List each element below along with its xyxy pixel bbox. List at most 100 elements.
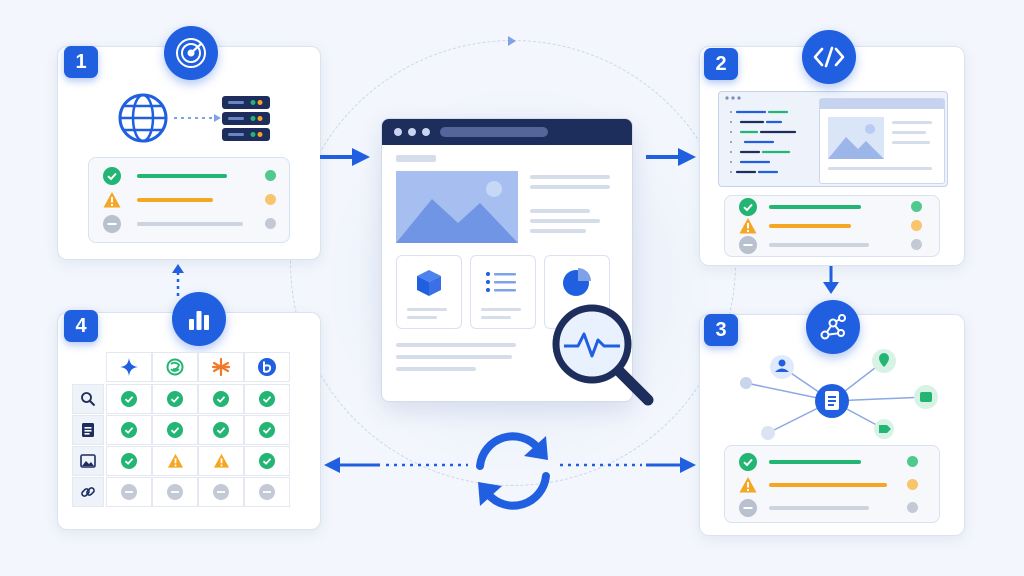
matrix-cell-ok bbox=[244, 384, 290, 414]
matrix-header-b bbox=[244, 352, 290, 382]
feature-card-list bbox=[470, 255, 536, 329]
status-dot-warn bbox=[911, 220, 922, 231]
minus-icon bbox=[103, 215, 121, 233]
step-3-card bbox=[699, 314, 965, 536]
check-icon bbox=[739, 198, 757, 216]
matrix-row-document-icon bbox=[72, 415, 104, 445]
status-bar-neutral bbox=[137, 222, 243, 226]
browser-window bbox=[381, 118, 633, 402]
matrix-cell-warn bbox=[198, 446, 244, 476]
step-3-badge: 3 bbox=[704, 314, 738, 346]
matrix-cell-ok bbox=[198, 415, 244, 445]
hero-image-icon bbox=[396, 171, 518, 243]
status-list bbox=[724, 445, 940, 523]
arrow-right-1-to-center bbox=[320, 148, 370, 166]
check-icon bbox=[739, 453, 757, 471]
minus-icon bbox=[739, 236, 757, 254]
matrix-cell-ok bbox=[106, 446, 152, 476]
status-dot-warn bbox=[907, 479, 918, 490]
status-list bbox=[88, 157, 290, 243]
list-icon bbox=[486, 272, 516, 292]
status-row-ok bbox=[89, 164, 289, 188]
server-icon bbox=[222, 96, 270, 141]
matrix-header-asterisk bbox=[198, 352, 244, 382]
network-graph bbox=[740, 349, 938, 440]
matrix-cell-ok bbox=[244, 415, 290, 445]
minus-icon bbox=[739, 499, 757, 517]
radar-icon bbox=[164, 26, 218, 80]
status-bar-neutral bbox=[769, 506, 869, 510]
matrix-header-sparkle bbox=[106, 352, 152, 382]
step-2-badge: 2 bbox=[704, 48, 738, 80]
status-dot-neutral bbox=[911, 239, 922, 250]
browser-title-bar bbox=[382, 119, 632, 145]
code-editor-preview bbox=[718, 91, 948, 187]
code-lines bbox=[725, 96, 797, 174]
code-icon bbox=[802, 30, 856, 84]
status-dot-neutral bbox=[265, 218, 276, 229]
matrix-cell-ok bbox=[198, 384, 244, 414]
step-2-card bbox=[699, 46, 965, 266]
status-dot-neutral bbox=[907, 502, 918, 513]
refresh-cycle-icon bbox=[476, 432, 550, 510]
status-row-warn bbox=[725, 473, 939, 497]
preview-window bbox=[819, 98, 945, 184]
warning-icon bbox=[739, 218, 757, 234]
network-graph-icon bbox=[806, 300, 860, 354]
orbit-arrow-icon bbox=[508, 36, 516, 46]
matrix-cell-neutral bbox=[198, 477, 244, 507]
sparkle-logo-icon bbox=[120, 358, 138, 376]
matrix-cell-ok bbox=[106, 415, 152, 445]
status-row-ok bbox=[725, 450, 939, 474]
image-placeholder-icon bbox=[828, 117, 884, 159]
status-row-warn bbox=[725, 216, 939, 236]
status-dot-ok bbox=[911, 201, 922, 212]
matrix-cell-ok bbox=[152, 384, 198, 414]
status-bar-warn bbox=[769, 224, 851, 228]
status-row-neutral bbox=[725, 496, 939, 520]
status-bar-warn bbox=[137, 198, 213, 202]
status-bar-ok bbox=[769, 460, 861, 464]
step-1-badge: 1 bbox=[64, 46, 98, 78]
step-4-badge: 4 bbox=[64, 310, 98, 342]
status-bar-ok bbox=[769, 205, 861, 209]
address-bar bbox=[440, 127, 548, 137]
b-logo-icon bbox=[258, 358, 276, 376]
matrix-cell-neutral bbox=[152, 477, 198, 507]
warning-icon bbox=[103, 192, 121, 208]
arrow-left-to-4 bbox=[324, 457, 468, 473]
status-dot-ok bbox=[265, 170, 276, 181]
arrow-down-2-to-3 bbox=[823, 266, 839, 294]
matrix-row-image-icon bbox=[72, 446, 104, 476]
status-bar-warn bbox=[769, 483, 887, 487]
matrix-row-link-icon bbox=[72, 477, 104, 507]
comparison-matrix bbox=[72, 352, 298, 508]
status-dot-warn bbox=[265, 194, 276, 205]
spiral-logo-icon bbox=[166, 358, 184, 376]
pie-chart-icon bbox=[563, 268, 591, 296]
arrow-up-4-to-1 bbox=[172, 264, 184, 296]
status-row-ok bbox=[725, 197, 939, 217]
arrow-right-to-3 bbox=[560, 457, 696, 473]
status-row-warn bbox=[89, 188, 289, 212]
globe-icon bbox=[118, 93, 168, 143]
arrow-right-center-to-2 bbox=[646, 148, 696, 166]
matrix-header-spiral bbox=[152, 352, 198, 382]
bar-chart-icon bbox=[172, 292, 226, 346]
matrix-cell-warn bbox=[152, 446, 198, 476]
magnifier-pulse-icon bbox=[552, 304, 654, 406]
matrix-cell-ok bbox=[152, 415, 198, 445]
status-list bbox=[724, 195, 940, 257]
asterisk-logo-icon bbox=[211, 357, 231, 377]
status-dot-ok bbox=[907, 456, 918, 467]
warning-icon bbox=[739, 477, 757, 493]
connection-dots bbox=[174, 114, 221, 122]
matrix-cell-neutral bbox=[106, 477, 152, 507]
status-bar-neutral bbox=[769, 243, 869, 247]
check-icon bbox=[103, 167, 121, 185]
status-row-neutral bbox=[89, 212, 289, 236]
feature-card-cube bbox=[396, 255, 462, 329]
status-row-neutral bbox=[725, 235, 939, 255]
cube-icon bbox=[417, 270, 441, 296]
matrix-row-search-icon bbox=[72, 384, 104, 414]
